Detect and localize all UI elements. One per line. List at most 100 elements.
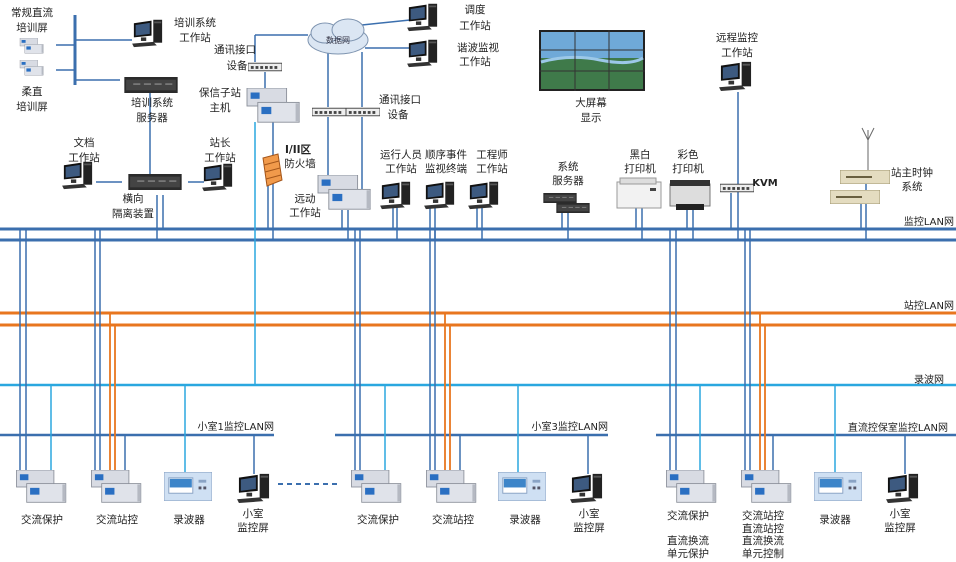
system-server-icon xyxy=(543,193,577,203)
label: 横向 xyxy=(123,192,144,205)
color-printer-icon xyxy=(669,180,711,210)
room-monitor-pc-icon[interactable] xyxy=(570,473,603,504)
label: 培训屏 xyxy=(16,21,48,34)
label: 工作站 xyxy=(459,19,491,32)
label: 运行人员 xyxy=(380,148,422,161)
protection-substation-host-icon xyxy=(246,88,300,123)
label: 工作站 xyxy=(459,55,491,68)
label: 设备 xyxy=(388,108,409,121)
room-monitor-pc-icon[interactable] xyxy=(237,473,270,504)
recorder-icon xyxy=(814,472,862,501)
ac-protection-icon xyxy=(16,470,67,503)
bottom-labels: 交流保护 交流站控 录波器 小室 监控屏 交流保护 交流站控 录波器 小室 监控… xyxy=(21,507,916,560)
label: 设备 xyxy=(227,59,248,72)
label: 显示 xyxy=(581,112,602,124)
ac-control-icon xyxy=(426,470,477,503)
bw-printer-icon xyxy=(616,177,662,209)
label: 彩色 xyxy=(678,148,699,161)
dc-protection-icon xyxy=(666,470,717,503)
label: 小室 xyxy=(890,507,911,520)
harmonic-workstation-icon[interactable] xyxy=(407,39,438,68)
label: 工作站 xyxy=(385,162,417,175)
label: 监控屏 xyxy=(237,521,269,534)
label: 通讯接口 xyxy=(379,93,421,106)
chief-workstation-icon[interactable] xyxy=(202,163,233,192)
doc-workstation-icon[interactable] xyxy=(62,161,93,190)
label: 单元控制 xyxy=(742,547,784,560)
room1-lan-label: 小室1监控LAN网 xyxy=(198,420,274,433)
isolation-device-icon xyxy=(128,174,182,190)
cloud-label: 数据网 xyxy=(326,35,350,45)
operator-workstation-icon[interactable] xyxy=(380,181,411,210)
label: 交流保护 xyxy=(667,509,709,522)
label: 培训系统 xyxy=(174,16,216,29)
label: 隔离装置 xyxy=(112,207,154,220)
engineer-workstation-icon[interactable] xyxy=(468,181,499,210)
label: 打印机 xyxy=(672,162,704,175)
label: 监控屏 xyxy=(884,521,916,534)
label: 打印机 xyxy=(624,162,656,175)
label: 调度 xyxy=(465,3,486,16)
label: 工作站 xyxy=(179,31,211,44)
label: 交流站控 xyxy=(742,509,784,522)
remote-monitor-workstation-icon[interactable] xyxy=(719,61,752,92)
system-server-icon xyxy=(556,203,590,213)
data-network-cloud: 数据网 xyxy=(307,18,369,55)
label: 直流站控 xyxy=(742,522,784,535)
flex-training-panel-icon xyxy=(19,60,44,76)
label: 保信子站 xyxy=(199,86,241,99)
connection-line xyxy=(361,19,411,26)
network-labels: 监控LAN网 站控LAN网 录波网 小室1监控LAN网 小室3监控LAN网 直流… xyxy=(198,215,954,434)
label: 工作站 xyxy=(476,162,508,175)
antenna-icon xyxy=(861,127,875,174)
label: 直流换流 xyxy=(667,534,709,547)
station-lan-label: 站控LAN网 xyxy=(904,299,954,312)
clock-system-icon xyxy=(840,170,890,184)
comm-interface-switch-icon xyxy=(346,107,380,117)
label: 单元保护 xyxy=(667,547,709,560)
label: 服务器 xyxy=(552,174,584,187)
label: 常规直流 xyxy=(11,6,53,19)
label: 录波器 xyxy=(819,513,851,526)
ac-protection-icon xyxy=(351,470,402,503)
record-net-label: 录波网 xyxy=(914,373,944,386)
label: 柔直 xyxy=(22,85,43,98)
monitor-lan-label: 监控LAN网 xyxy=(904,215,954,228)
label: I/II区 xyxy=(285,144,312,156)
network-lines xyxy=(0,15,956,474)
label: 通讯接口 xyxy=(214,43,256,56)
label: 文档 xyxy=(74,136,95,149)
label: 交流保护 xyxy=(357,513,399,526)
label: 直流换流 xyxy=(742,534,784,547)
training-workstation-icon[interactable] xyxy=(132,19,163,48)
label: 交流站控 xyxy=(96,513,138,526)
label: 远动 xyxy=(295,193,316,205)
label: 录波器 xyxy=(509,513,541,526)
label: 录波器 xyxy=(173,513,205,526)
label: 黑白 xyxy=(630,148,651,161)
recorder-icon xyxy=(164,472,212,501)
dispatch-workstation-icon[interactable] xyxy=(407,3,438,32)
label: 大屏幕 xyxy=(575,96,607,109)
label: 工程师 xyxy=(476,148,508,161)
label: 工作站 xyxy=(721,46,753,59)
label: 系统 xyxy=(902,180,923,193)
label: 顺序事件 xyxy=(425,148,467,161)
room-monitor-pc-icon[interactable] xyxy=(886,473,919,504)
label: 谐波监视 xyxy=(457,41,499,54)
soe-terminal-icon[interactable] xyxy=(424,181,455,210)
room3-lan-label: 小室3监控LAN网 xyxy=(532,420,608,433)
label: 服务器 xyxy=(136,111,168,124)
firewall-icon xyxy=(262,153,283,187)
label: 培训系统 xyxy=(131,96,173,109)
training-server-icon xyxy=(124,77,178,93)
label: 站主时钟 xyxy=(891,166,933,179)
label: 培训屏 xyxy=(16,100,48,113)
label: 站长 xyxy=(210,136,231,149)
label: 小室 xyxy=(579,507,600,520)
ac-control-icon xyxy=(91,470,142,503)
label: 交流保护 xyxy=(21,513,63,526)
label: 小室 xyxy=(243,507,264,520)
